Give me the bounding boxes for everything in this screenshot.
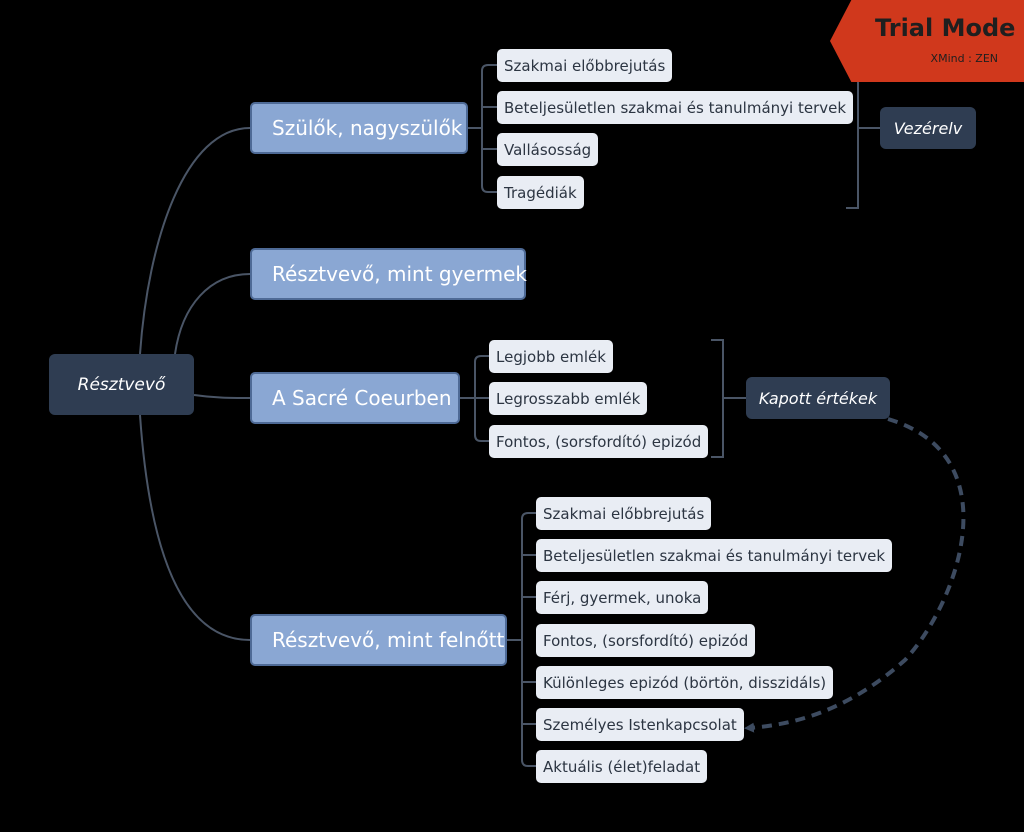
relationship-arrow: [744, 417, 966, 733]
summary-kapott-ertekek[interactable]: Kapott értékek: [746, 377, 890, 419]
branch-1-lines: [468, 64, 497, 193]
branch-4-lines: [507, 512, 536, 767]
main-topic-gyermek[interactable]: Résztvevő, mint gyermek: [250, 248, 527, 300]
subtopic[interactable]: Aktuális (élet)feladat: [536, 750, 708, 783]
root-branch-lines: [139, 127, 251, 641]
main-topic-sacre-coeur[interactable]: A Sacré Coeurben: [250, 372, 460, 424]
summary-vezerelv[interactable]: Vezérelv: [880, 107, 976, 149]
subtopic[interactable]: Legrosszabb emlék: [489, 382, 648, 415]
main-topic-felnott[interactable]: Résztvevő, mint felnőtt: [250, 614, 507, 666]
subtopic[interactable]: Vallásosság: [497, 133, 599, 166]
trial-mode-title: Trial Mode: [875, 14, 1016, 42]
subtopic[interactable]: Tragédiák: [497, 176, 584, 209]
subtopic[interactable]: Különleges epizód (börtön, disszidáls): [536, 666, 834, 699]
subtopic[interactable]: Fontos, (sorsfordító) epizód: [536, 624, 756, 657]
subtopic[interactable]: Szakmai előbbrejutás: [497, 49, 673, 82]
main-topic-szulok[interactable]: Szülők, nagyszülők: [250, 102, 468, 154]
subtopic[interactable]: Szakmai előbbrejutás: [536, 497, 712, 530]
subtopic[interactable]: Beteljesületlen szakmai és tanulmányi te…: [497, 91, 854, 124]
xmind-zen-logo: XMind : ZEN: [930, 52, 998, 65]
branch-3-lines: [460, 355, 489, 442]
root-topic[interactable]: Résztvevő: [49, 354, 194, 415]
trial-mode-badge: Trial Mode XMind : ZEN: [830, 0, 1024, 82]
subtopic[interactable]: Beteljesületlen szakmai és tanulmányi te…: [536, 539, 893, 572]
subtopic[interactable]: Fontos, (sorsfordító) epizód: [489, 425, 709, 458]
subtopic[interactable]: Személyes Istenkapcsolat: [536, 708, 744, 741]
subtopic[interactable]: Legjobb emlék: [489, 340, 613, 373]
subtopic[interactable]: Férj, gyermek, unoka: [536, 581, 709, 614]
